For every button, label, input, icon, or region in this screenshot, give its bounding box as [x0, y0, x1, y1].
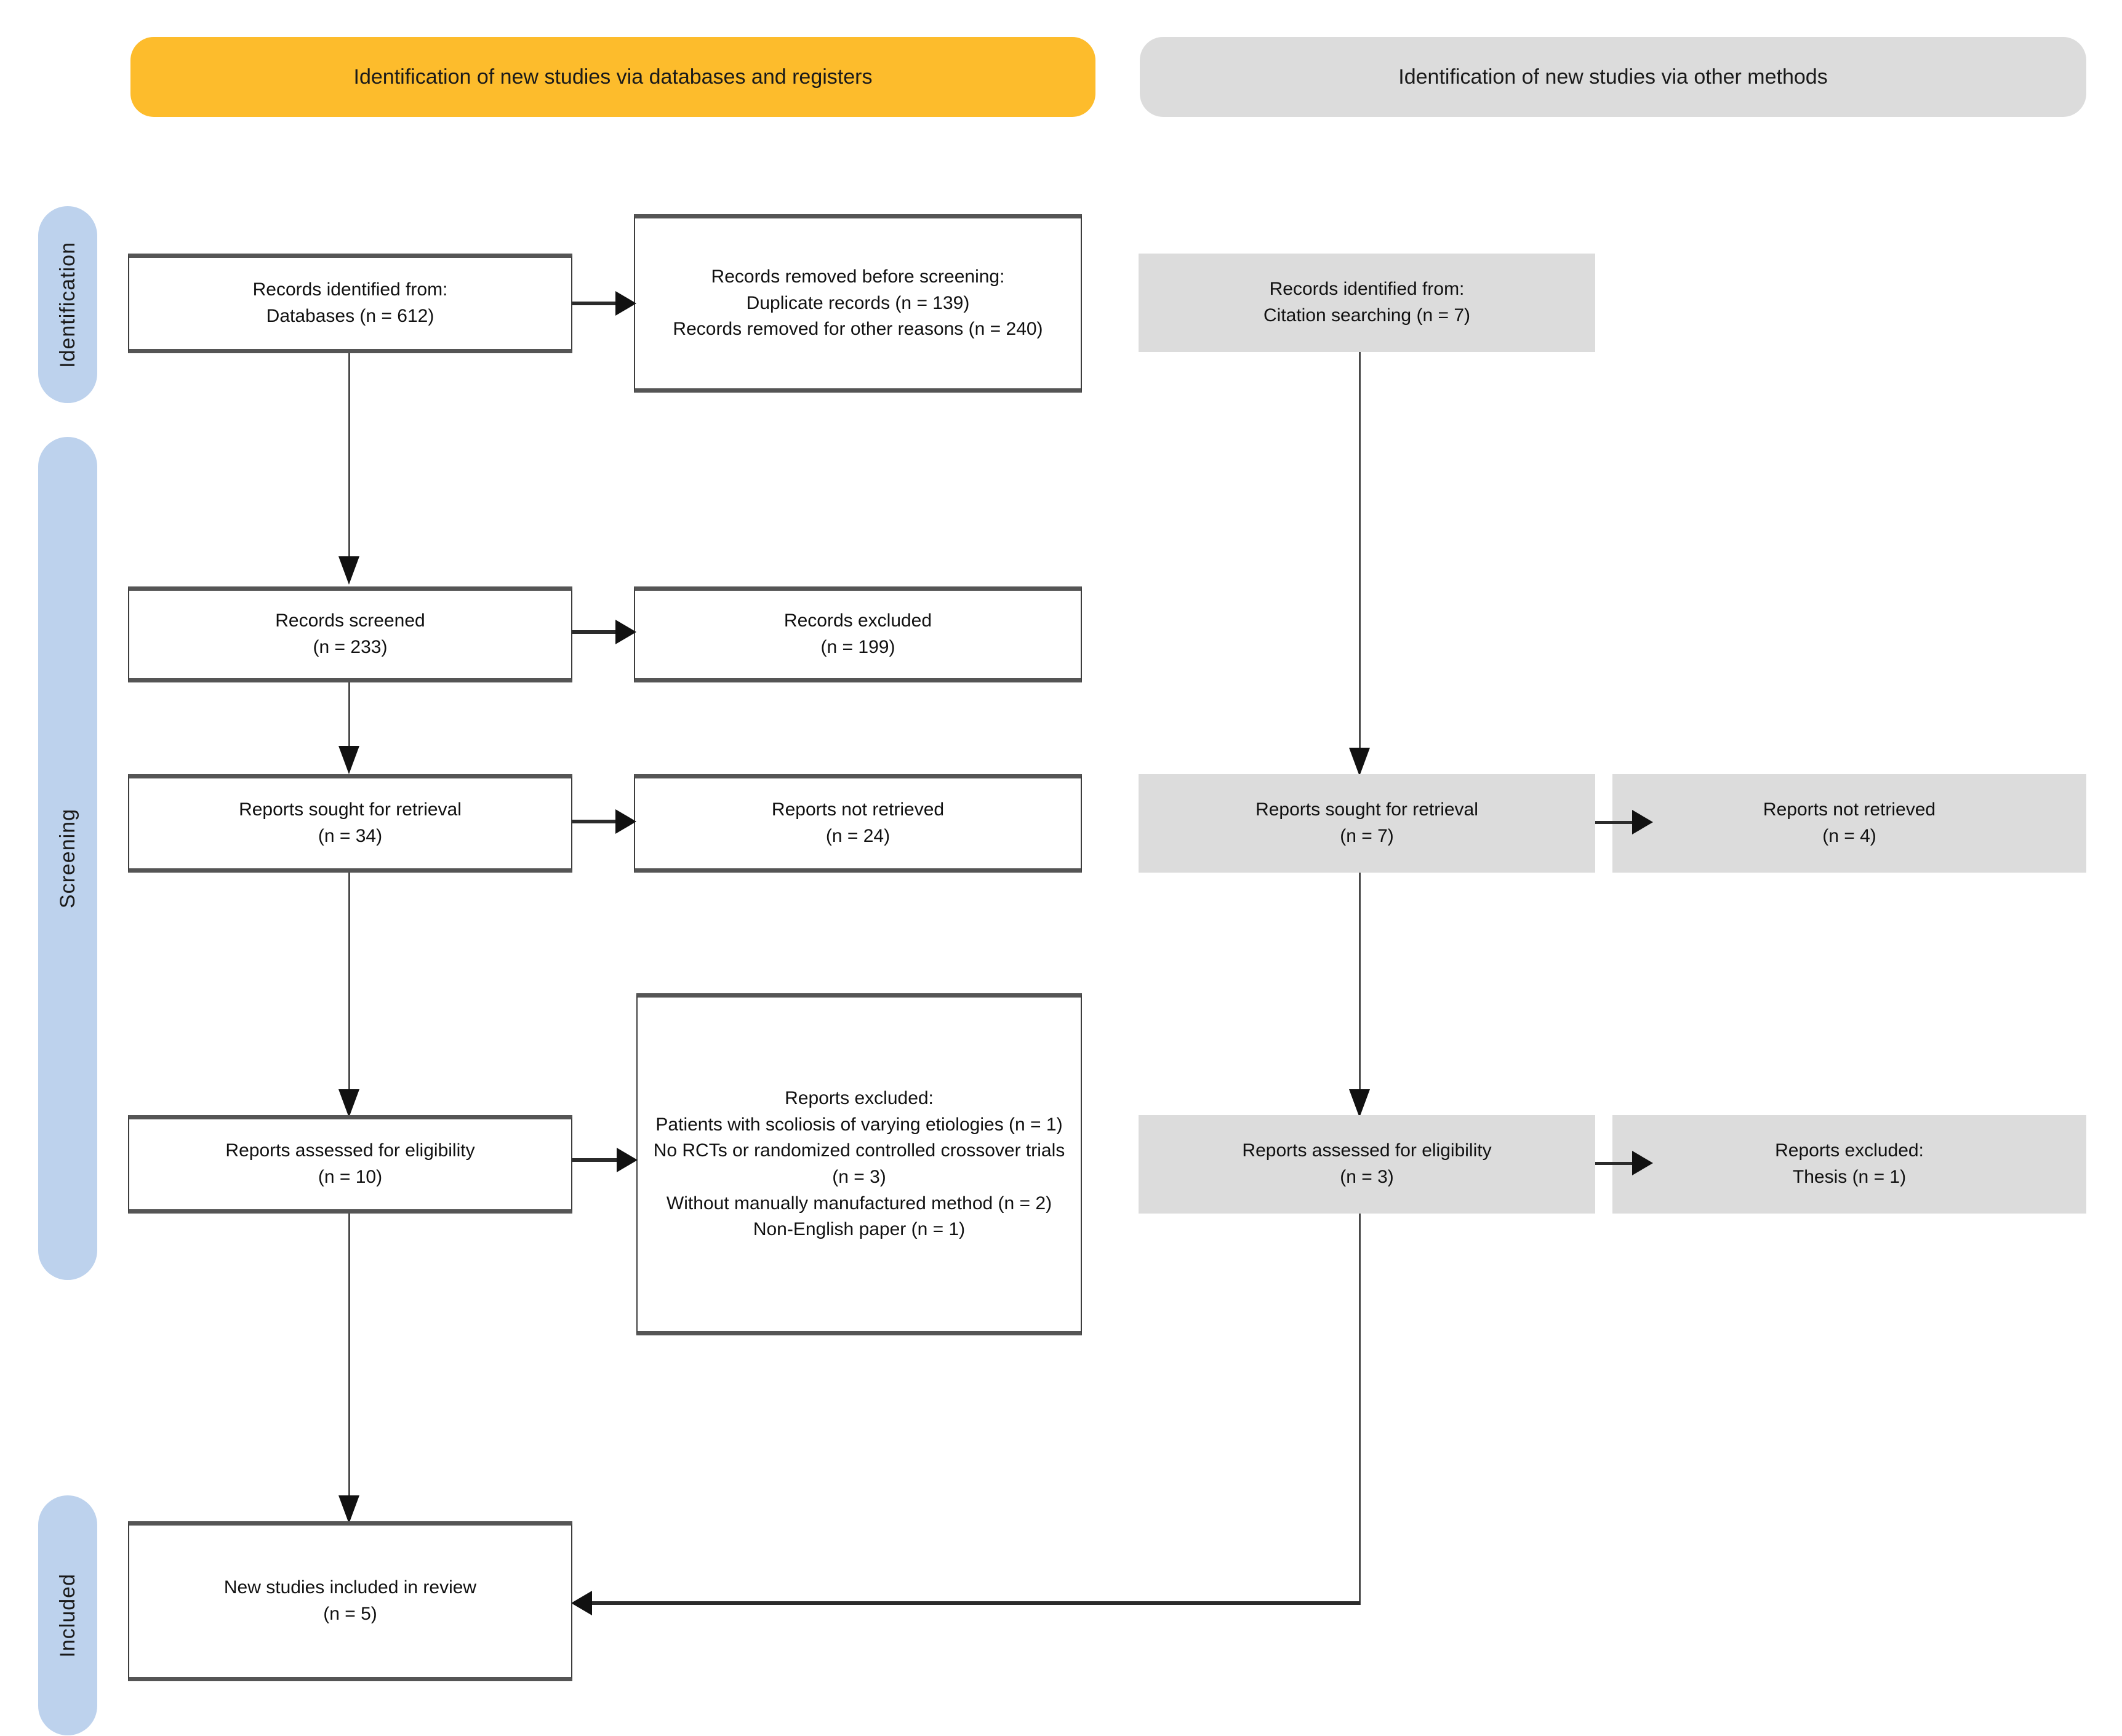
arrowhead-sought-to-not-retrieved [615, 809, 636, 834]
arrowhead-sought-to-assessed [338, 1089, 359, 1118]
node-records-removed-text: Records removed before screening: Duplic… [673, 266, 1043, 340]
stage-label-included: Included [55, 1573, 79, 1658]
node-reports-excluded-reasons: Reports excluded: Patients with scoliosi… [636, 993, 1082, 1335]
node-reports-excluded-reasons-text: Reports excluded: Patients with scoliosi… [653, 1088, 1065, 1240]
stage-pill-screening: Screening [38, 437, 97, 1280]
node-records-identified-databases-text: Records identified from: Databases (n = … [252, 279, 448, 326]
node-reports-not-retrieved-databases: Reports not retrieved (n = 24) [634, 774, 1082, 873]
node-records-excluded-text: Records excluded (n = 199) [783, 610, 932, 657]
stage-pill-identification: Identification [38, 206, 97, 403]
arrowhead-sought-other-to-not-retrieved [1632, 810, 1653, 834]
node-records-identified-citation: Records identified from: Citation search… [1139, 254, 1595, 352]
arrowhead-screened-to-sought [338, 746, 359, 774]
banner-databases-label: Identification of new studies via databa… [353, 65, 873, 89]
connector-assessed-other-to-excluded [1595, 1162, 1635, 1165]
node-records-identified-citation-text: Records identified from: Citation search… [1263, 279, 1470, 326]
banner-other-methods: Identification of new studies via other … [1140, 37, 2086, 117]
node-records-screened: Records screened (n = 233) [128, 586, 572, 682]
node-reports-not-retrieved-other-text: Reports not retrieved (n = 4) [1763, 799, 1936, 846]
node-records-removed-before-screening: Records removed before screening: Duplic… [634, 214, 1082, 393]
arrowhead-identified-to-removed [615, 291, 636, 316]
connector-sought-other-to-not-retrieved [1595, 821, 1635, 824]
arrowhead-screened-to-excluded [615, 620, 636, 644]
node-new-studies-included-text: New studies included in review (n = 5) [223, 1577, 477, 1624]
node-reports-assessed-other-text: Reports assessed for eligibility (n = 3) [1242, 1140, 1492, 1187]
connector-citation-to-sought [1359, 352, 1361, 749]
node-records-excluded: Records excluded (n = 199) [634, 586, 1082, 682]
arrowhead-assessed-to-excluded [617, 1148, 638, 1172]
banner-other-methods-label: Identification of new studies via other … [1398, 65, 1828, 89]
node-reports-not-retrieved-other: Reports not retrieved (n = 4) [1612, 774, 2086, 873]
node-reports-assessed-databases-text: Reports assessed for eligibility (n = 10… [225, 1140, 475, 1187]
stage-pill-included: Included [38, 1495, 97, 1735]
node-reports-assessed-other: Reports assessed for eligibility (n = 3) [1139, 1115, 1595, 1214]
arrowhead-other-methods-to-included [571, 1591, 592, 1615]
connector-screened-to-sought [348, 682, 350, 747]
node-reports-sought-other: Reports sought for retrieval (n = 7) [1139, 774, 1595, 873]
arrowhead-identified-to-screened [338, 556, 359, 585]
node-reports-not-retrieved-databases-text: Reports not retrieved (n = 24) [771, 799, 945, 846]
node-reports-sought-databases-text: Reports sought for retrieval (n = 34) [239, 799, 462, 846]
arrowhead-sought-other-to-assessed [1349, 1089, 1370, 1118]
stage-label-identification: Identification [55, 241, 79, 368]
arrowhead-citation-to-sought [1349, 748, 1370, 776]
connector-assessed-other-to-included [1359, 1214, 1361, 1605]
connector-sought-to-assessed [348, 873, 350, 1091]
node-reports-excluded-thesis-text: Reports excluded: Thesis (n = 1) [1775, 1140, 1924, 1187]
node-reports-assessed-databases: Reports assessed for eligibility (n = 10… [128, 1115, 572, 1214]
connector-assessed-to-included [348, 1214, 350, 1497]
node-records-screened-text: Records screened (n = 233) [275, 610, 425, 657]
connector-identified-to-removed [572, 302, 617, 305]
connector-sought-other-to-assessed [1359, 873, 1361, 1091]
connector-identified-to-screened [348, 353, 350, 556]
arrowhead-assessed-other-to-excluded [1632, 1151, 1653, 1175]
connector-sought-to-not-retrieved [572, 820, 617, 823]
node-records-identified-databases: Records identified from: Databases (n = … [128, 254, 572, 353]
connector-other-methods-to-included [591, 1601, 1360, 1605]
banner-databases-registers: Identification of new studies via databa… [130, 37, 1095, 117]
node-reports-excluded-thesis: Reports excluded: Thesis (n = 1) [1612, 1115, 2086, 1214]
node-reports-sought-other-text: Reports sought for retrieval (n = 7) [1255, 799, 1478, 846]
connector-assessed-to-excluded [572, 1158, 619, 1162]
arrowhead-assessed-to-included [338, 1495, 359, 1524]
node-new-studies-included: New studies included in review (n = 5) [128, 1521, 572, 1681]
node-reports-sought-databases: Reports sought for retrieval (n = 34) [128, 774, 572, 873]
stage-label-screening: Screening [55, 808, 79, 909]
connector-screened-to-excluded [572, 630, 617, 634]
